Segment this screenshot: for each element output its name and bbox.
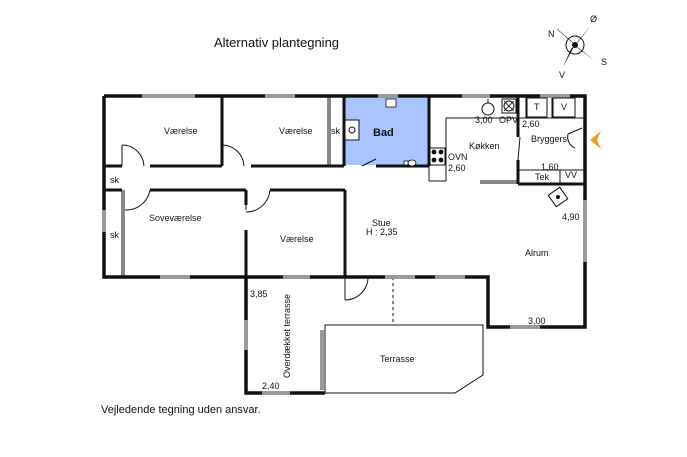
- dryer-box: [526, 97, 548, 118]
- room-label-vaerelse-1: Værelse: [164, 126, 198, 136]
- dimension-2-60-bryggers: 2,60: [522, 119, 540, 129]
- room-label-terrasse: Terrasse: [380, 354, 415, 364]
- dimension-4-90: 4,90: [562, 212, 580, 222]
- label-vv: VV: [565, 170, 577, 180]
- room-label-bad: Bad: [373, 127, 394, 139]
- interior-walls: [104, 96, 585, 277]
- stove-icon: [429, 147, 446, 166]
- compass-o: Ø: [590, 14, 597, 24]
- dimension-3-00-kitchen: 3,00: [475, 115, 493, 125]
- disclaimer-text: Vejledende tegning uden ansvar.: [101, 404, 261, 416]
- toilet-icon: [403, 159, 417, 167]
- label-t: T: [534, 102, 540, 112]
- terrace-outline: [324, 277, 484, 394]
- shower-icon: [344, 119, 360, 141]
- compass-s: S: [601, 57, 607, 67]
- room-label-vaerelse-2: Værelse: [279, 126, 313, 136]
- dimension-2-40: 2,40: [262, 381, 280, 391]
- washer-box: [552, 97, 576, 118]
- room-label-overdaekket-terrasse: Overdækket terrasse: [282, 294, 292, 378]
- dimension-2-60-ovn: 2,60: [448, 163, 466, 173]
- compass-v: V: [559, 70, 565, 80]
- washbasin-icon: [385, 98, 397, 108]
- label-ovn: OVN: [448, 152, 468, 162]
- kitchen-sink-icon: [481, 99, 495, 116]
- label-tek: Tek: [535, 172, 550, 182]
- dimension-1-60: 1,60: [541, 162, 559, 172]
- label-v: V: [561, 102, 567, 112]
- room-label-stue-height: H : 2,35: [366, 227, 398, 237]
- label-sk-1: sk: [110, 175, 120, 185]
- room-label-alrum: Alrum: [525, 248, 549, 258]
- room-label-vaerelse-3: Værelse: [280, 234, 314, 244]
- room-label-koekken: Køkken: [469, 141, 500, 151]
- label-sk-3: sk: [331, 126, 341, 136]
- plan-title: Alternativ plantegning: [214, 35, 339, 50]
- dishwasher-icon: [501, 98, 517, 114]
- door-swings: [121, 127, 583, 301]
- dimension-3-85: 3,85: [250, 289, 268, 299]
- label-sk-2: sk: [110, 230, 120, 240]
- room-label-bryggers: Bryggers: [531, 134, 568, 144]
- compass-n: N: [548, 29, 555, 39]
- compass-rose-icon: N S V Ø: [548, 14, 607, 80]
- room-label-stue: Stue: [372, 218, 391, 228]
- entrance-arrow-icon: [590, 131, 601, 149]
- room-label-sovevaerelse: Soveværelse: [149, 213, 202, 223]
- windows: [102, 94, 587, 395]
- label-opv: OPV: [499, 115, 518, 125]
- dimension-3-00-alrum: 3,00: [528, 316, 546, 326]
- stove-alrum-icon: [547, 186, 569, 208]
